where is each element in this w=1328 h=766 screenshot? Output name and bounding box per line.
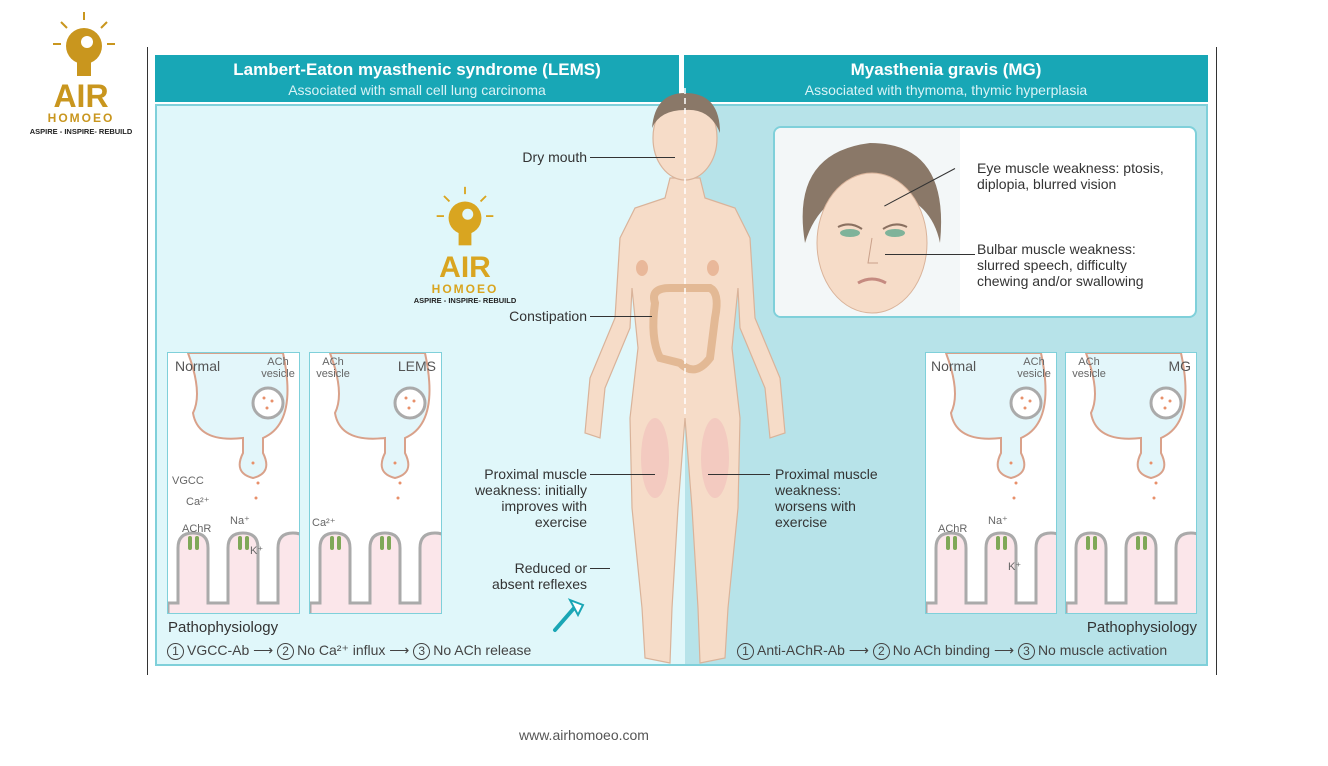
arrow-icon: ⟶ xyxy=(389,642,410,658)
leader-line xyxy=(885,254,975,255)
mg-header: Myasthenia gravis (MG) Associated with t… xyxy=(684,55,1208,102)
arrow-icon: ⟶ xyxy=(993,642,1015,658)
arrow-icon: ⟶ xyxy=(253,642,274,658)
dry-mouth-label: Dry mouth xyxy=(522,149,587,165)
constipation-label: Constipation xyxy=(509,308,587,324)
leader-line xyxy=(590,157,675,158)
lightbulb-head-icon xyxy=(436,186,494,246)
lems-header: Lambert-Eaton myasthenic syndrome (LEMS)… xyxy=(155,55,679,102)
synapse-illustration xyxy=(310,353,441,613)
proximal-weakness-lems-label: Proximal muscle weakness: initially impr… xyxy=(474,466,587,530)
bulbar-weakness-label: Bulbar muscle weakness: slurred speech, … xyxy=(977,241,1144,289)
leader-line xyxy=(590,316,652,317)
mg-normal-synapse-panel: Normal ACh vesicle AChR Na⁺ K⁺ xyxy=(925,352,1057,614)
lems-pathophysiology-label: Pathophysiology xyxy=(168,619,279,636)
mg-face-illustration xyxy=(802,143,942,314)
mg-pathophysiology-label: Pathophysiology xyxy=(1086,619,1197,636)
brand-logo: AIR HOMOEO ASPIRE - INSPIRE- REBUILD xyxy=(25,10,137,140)
synapse-illustration xyxy=(168,353,299,613)
synapse-illustration xyxy=(1066,353,1196,613)
leader-line xyxy=(590,474,655,475)
reflex-hammer-icon xyxy=(553,598,585,632)
mg-disease-synapse-panel: MG ACh vesicle xyxy=(1065,352,1197,614)
human-body-illustration xyxy=(584,88,786,664)
frame-right-border xyxy=(1216,47,1217,675)
face-inset: Eye muscle weakness: ptosis, diplopia, b… xyxy=(773,126,1197,318)
reflexes-label: Reduced or absent reflexes xyxy=(492,560,587,592)
leader-line xyxy=(590,568,610,569)
lems-normal-synapse-panel: Normal ACh vesicle VGCC Ca²⁺ AChR Na⁺ K⁺ xyxy=(167,352,300,614)
synapse-illustration xyxy=(926,353,1056,613)
eye-weakness-label: Eye muscle weakness: ptosis, diplopia, b… xyxy=(977,160,1164,192)
lightbulb-head-icon xyxy=(53,12,115,76)
lems-disease-synapse-panel: LEMS ACh vesicle Ca²⁺ xyxy=(309,352,442,614)
frame-left-border xyxy=(147,47,148,675)
watermark-logo: AIR HOMOEO ASPIRE - INSPIRE- REBUILD xyxy=(410,185,520,305)
leader-line xyxy=(708,474,770,475)
website-url[interactable]: www.airhomoeo.com xyxy=(519,727,649,743)
proximal-weakness-mg-label: Proximal muscle weakness: worsens with e… xyxy=(775,466,878,530)
arrow-icon: ⟶ xyxy=(848,642,869,658)
